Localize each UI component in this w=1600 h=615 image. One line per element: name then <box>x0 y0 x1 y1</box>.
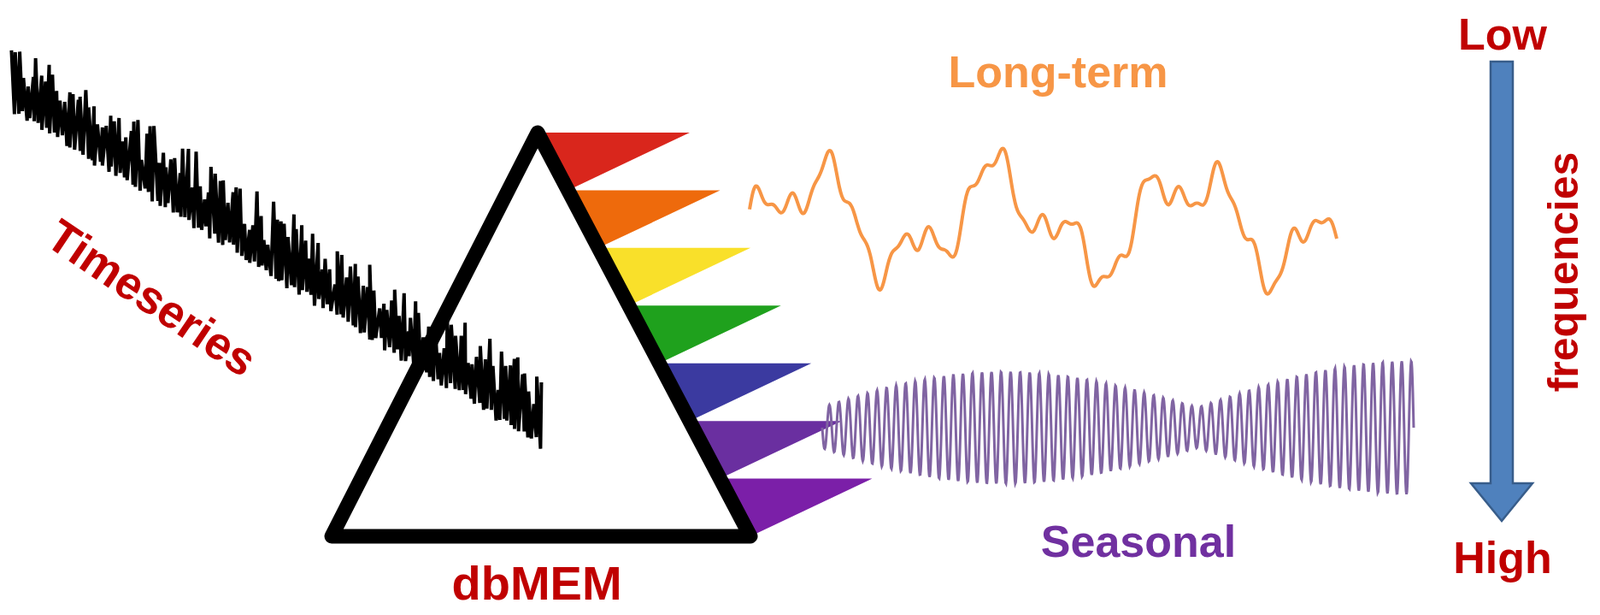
timeseries-signal <box>11 50 542 449</box>
long-term-signal <box>749 148 1337 295</box>
axis-label: frequencies <box>1541 152 1585 393</box>
component-label: Long-term <box>947 49 1168 95</box>
prism <box>331 132 751 536</box>
scale-label: High <box>1452 535 1553 580</box>
method-label: dbMEM <box>451 558 622 607</box>
scale-label: Low <box>1458 11 1548 57</box>
frequency-arrow <box>1470 61 1533 521</box>
component-label: Seasonal <box>1041 518 1236 564</box>
seasonal-signal <box>822 361 1414 495</box>
